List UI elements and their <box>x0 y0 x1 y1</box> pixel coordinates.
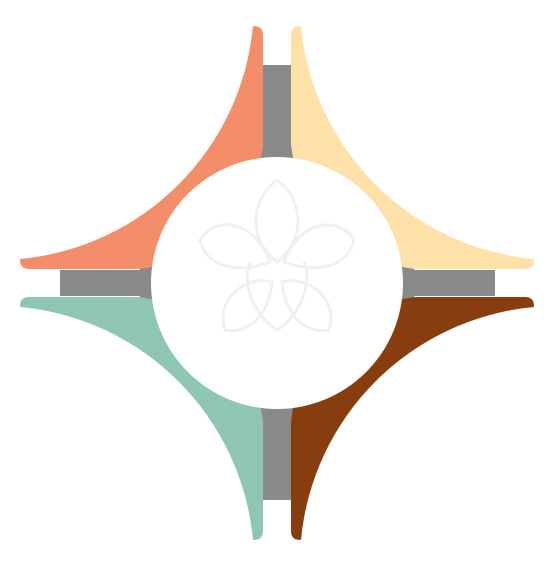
lotus-outline-icon <box>198 178 356 333</box>
center-circle <box>151 157 403 409</box>
segment-label-unity: UNITY <box>79 85 175 181</box>
